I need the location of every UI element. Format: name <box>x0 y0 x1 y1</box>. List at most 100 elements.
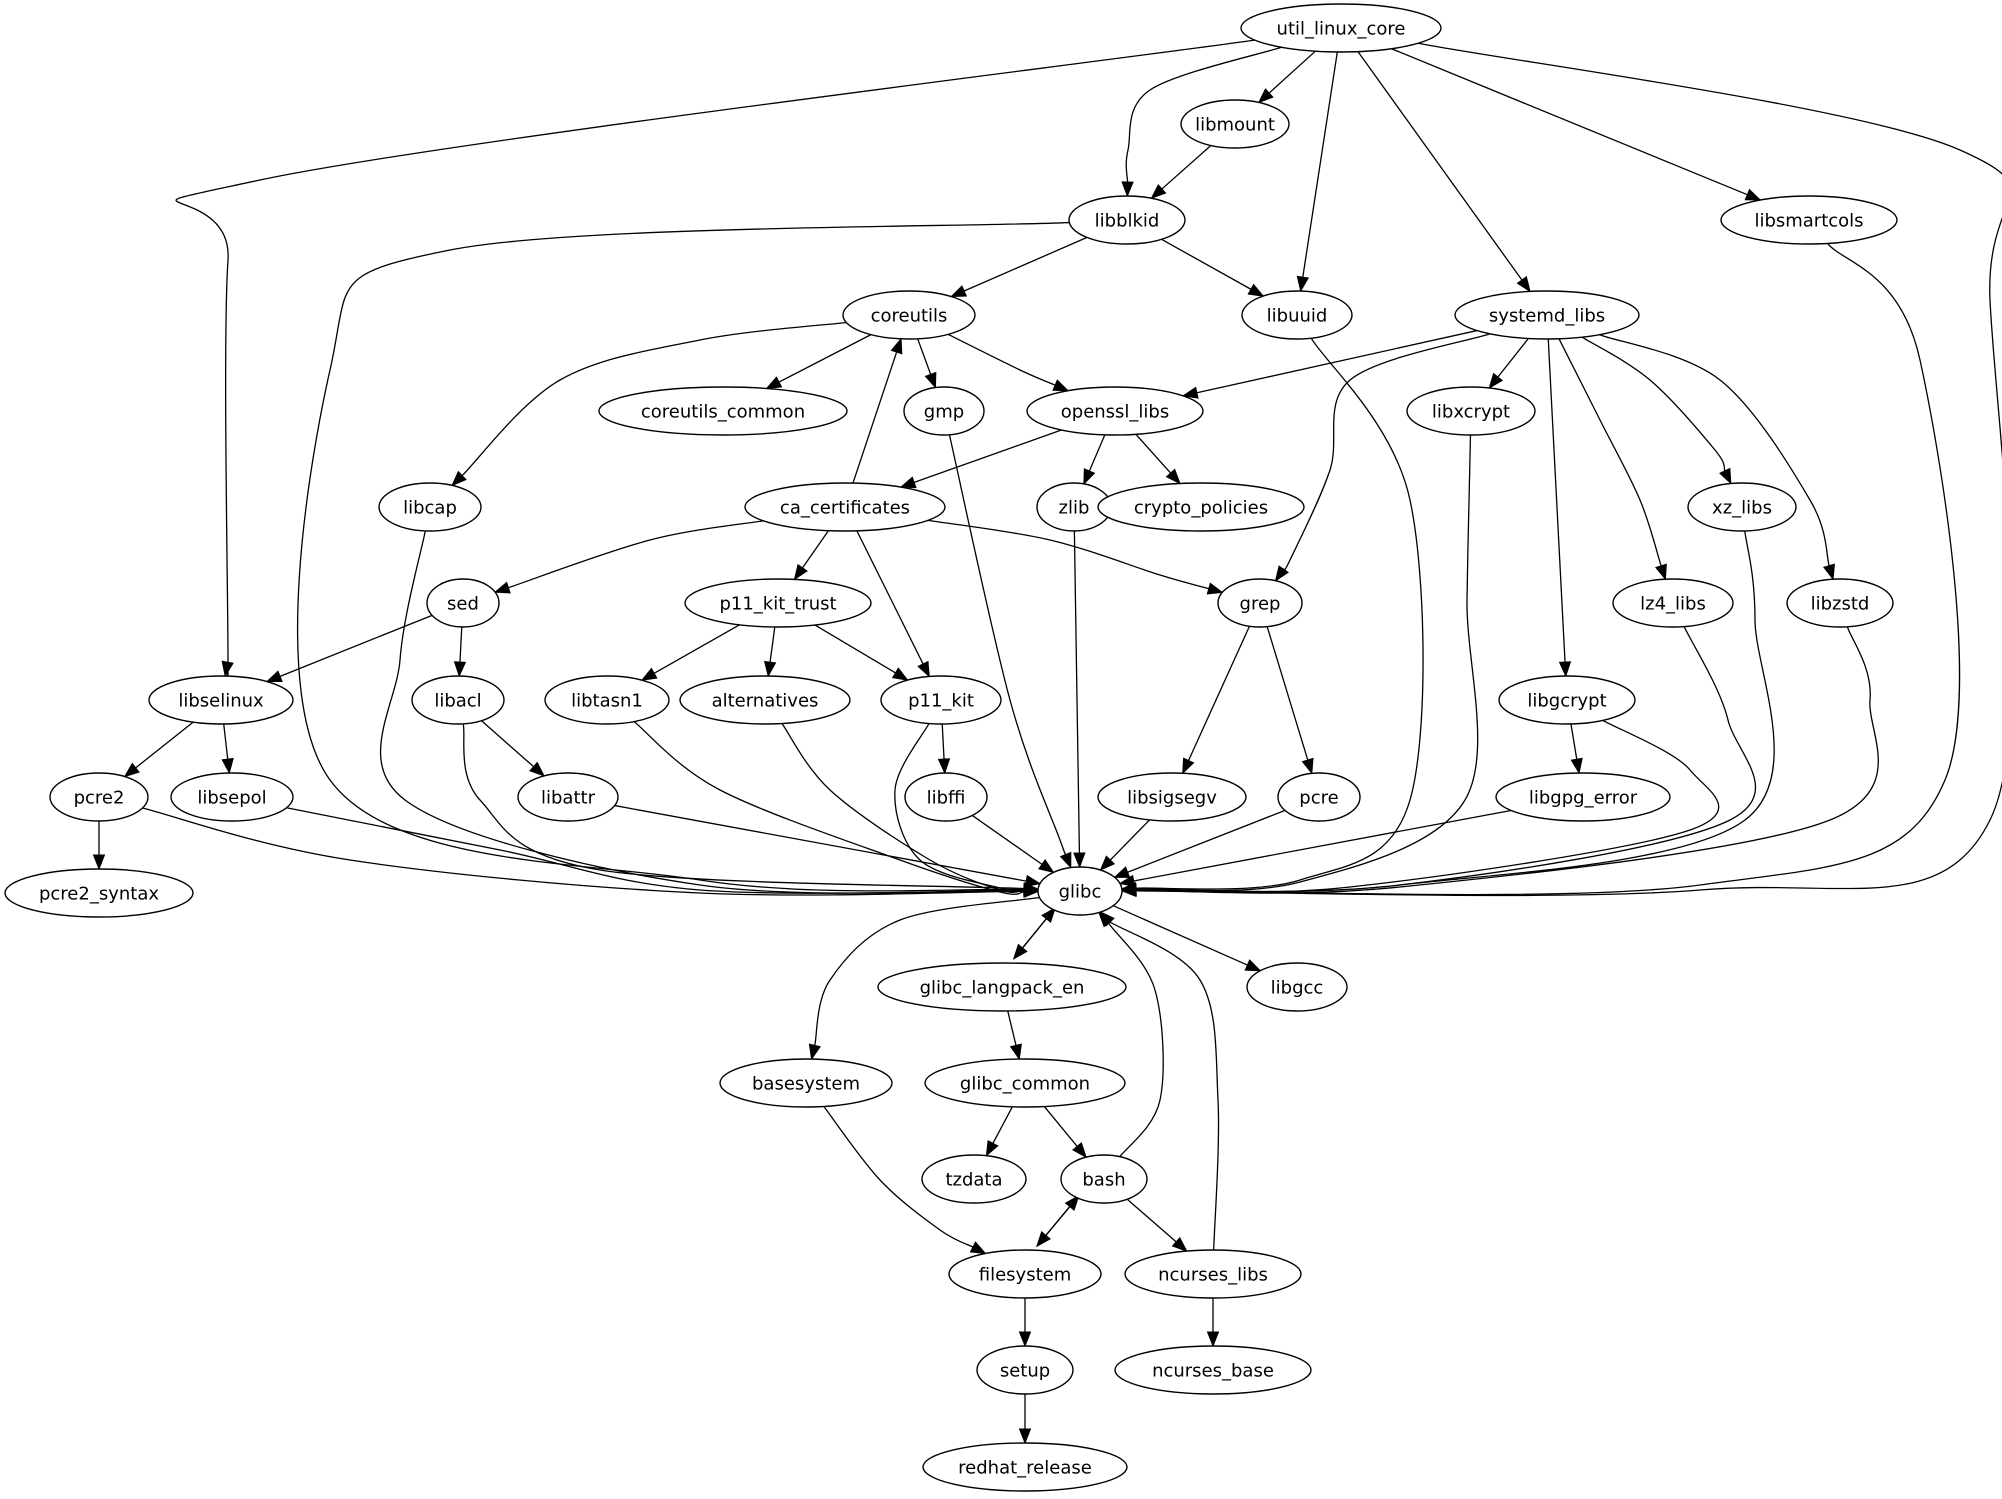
node-shape <box>598 386 848 436</box>
node-shape <box>1495 772 1671 822</box>
node-openssl-libs[interactable]: openssl_libs <box>1026 386 1204 436</box>
node-lz4-libs[interactable]: lz4_libs <box>1612 578 1734 628</box>
node-filesystem[interactable]: filesystem <box>948 1249 1102 1299</box>
arrowhead-icon <box>1165 468 1181 485</box>
arrowhead-icon <box>1244 959 1262 972</box>
edge-line <box>1073 530 1081 854</box>
node-libxcrypt[interactable]: libxcrypt <box>1406 386 1536 436</box>
edge-bash-to-ncurses_libs <box>1126 1198 1188 1252</box>
arrowhead-icon <box>1064 1194 1080 1211</box>
edge-coreutils-to-coreutils_common <box>765 334 872 390</box>
node-libsigsegv[interactable]: libsigsegv <box>1097 772 1247 822</box>
node-shape <box>842 290 976 340</box>
edge-line <box>480 720 535 768</box>
arrowhead-icon <box>1570 757 1583 775</box>
edge-line <box>1135 719 1720 893</box>
edge-line <box>286 807 1025 894</box>
edge-ncurses_libs-to-ncurses_base <box>1206 1298 1220 1348</box>
node-libattr[interactable]: libattr <box>517 772 619 822</box>
node-gmp[interactable]: gmp <box>903 386 985 436</box>
node-coreutils[interactable]: coreutils <box>842 290 976 340</box>
node-libcap[interactable]: libcap <box>378 482 482 532</box>
edge-line <box>1266 626 1309 761</box>
node-alternatives[interactable]: alternatives <box>679 675 851 725</box>
node-tzdata[interactable]: tzdata <box>921 1154 1027 1204</box>
edge-coreutils-to-libcap <box>451 321 847 487</box>
node-coreutils-common[interactable]: coreutils_common <box>598 386 848 436</box>
node-glibc-common[interactable]: glibc_common <box>924 1058 1126 1108</box>
node-util-linux-core[interactable]: util_linux_core <box>1240 3 1442 53</box>
node-setup[interactable]: setup <box>976 1345 1074 1395</box>
node-systemd-libs[interactable]: systemd_libs <box>1454 290 1640 340</box>
edge-line <box>1570 723 1578 760</box>
arrowhead-icon <box>808 1043 821 1061</box>
edge-glibc_common-to-tzdata <box>985 1106 1013 1157</box>
edge-line <box>1581 336 1726 472</box>
node-libzstd[interactable]: libzstd <box>1786 578 1894 628</box>
node-crypto-policies[interactable]: crypto_policies <box>1097 482 1305 532</box>
edge-gmp-to-glibc <box>948 434 1072 869</box>
node-pcre[interactable]: pcre <box>1277 772 1361 822</box>
edge-line <box>781 723 1025 893</box>
arrowhead-icon <box>1113 866 1131 878</box>
arrowhead-icon <box>1301 757 1314 775</box>
edge-line <box>1133 809 1512 882</box>
node-libacl[interactable]: libacl <box>411 675 505 725</box>
edge-glibc_langpack_en-to-glibc <box>1013 906 1057 960</box>
arrowhead-icon <box>1073 852 1086 869</box>
edge-line <box>778 334 872 383</box>
node-label: libxcrypt <box>1432 402 1510 423</box>
node-pcre2[interactable]: pcre2 <box>49 772 149 822</box>
arrowhead-icon <box>1072 1142 1087 1159</box>
edge-line <box>801 530 830 569</box>
node-shape <box>1068 195 1186 245</box>
edge-libattr-to-glibc <box>614 804 1042 888</box>
arrowhead-icon <box>1274 565 1289 582</box>
node-libgcrypt[interactable]: libgcrypt <box>1498 675 1636 725</box>
node-ca-certificates[interactable]: ca_certificates <box>744 482 946 532</box>
edge-util_linux_core-to-libsmartcols <box>1391 48 1762 201</box>
node-glibc[interactable]: glibc <box>1037 866 1123 916</box>
node-shape <box>922 1442 1128 1492</box>
node-ncurses-base[interactable]: ncurses_base <box>1114 1345 1312 1395</box>
node-sed[interactable]: sed <box>426 578 500 628</box>
edge-line <box>917 338 932 375</box>
edge-ca_certificates-to-coreutils <box>852 337 903 484</box>
node-glibc-langpack-en[interactable]: glibc_langpack_en <box>877 962 1127 1012</box>
node-label: libuuid <box>1267 306 1328 327</box>
edge-line <box>1013 918 1047 960</box>
node-p11-kit[interactable]: p11_kit <box>880 675 1002 725</box>
node-p11-kit-trust[interactable]: p11_kit_trust <box>684 578 872 628</box>
node-libuuid[interactable]: libuuid <box>1241 290 1353 340</box>
node-grep[interactable]: grep <box>1217 578 1303 628</box>
arrowhead-icon <box>1018 1331 1032 1348</box>
node-libffi[interactable]: libffi <box>904 772 988 822</box>
node-label: libselinux <box>178 691 264 712</box>
node-libsepol[interactable]: libsepol <box>170 772 294 822</box>
node-xz-libs[interactable]: xz_libs <box>1687 482 1797 532</box>
edge-coreutils-to-gmp <box>917 338 937 389</box>
node-basesystem[interactable]: basesystem <box>719 1058 893 1108</box>
node-libsmartcols[interactable]: libsmartcols <box>1720 195 1898 245</box>
node-shape <box>1026 386 1204 436</box>
edge-line <box>633 721 1025 895</box>
arrowhead-icon <box>1118 874 1136 888</box>
node-libgcc[interactable]: libgcc <box>1246 962 1348 1012</box>
node-redhat-release[interactable]: redhat_release <box>922 1442 1128 1492</box>
node-libblkid[interactable]: libblkid <box>1068 195 1186 245</box>
node-libgpg-error[interactable]: libgpg_error <box>1495 772 1671 822</box>
node-shape <box>880 675 1002 725</box>
edge-glibc-to-libgcc <box>1112 905 1262 972</box>
arrowhead-icon <box>1181 386 1199 399</box>
node-libselinux[interactable]: libselinux <box>148 675 294 725</box>
arrowhead-icon <box>1018 1428 1032 1445</box>
node-bash[interactable]: bash <box>1060 1154 1148 1204</box>
edge-line <box>1135 337 1424 890</box>
node-libtasn1[interactable]: libtasn1 <box>544 675 670 725</box>
arrowhead-icon <box>765 376 783 390</box>
node-libmount[interactable]: libmount <box>1180 99 1290 149</box>
node-zlib[interactable]: zlib <box>1036 482 1112 532</box>
node-pcre2-syntax[interactable]: pcre2_syntax <box>4 868 194 918</box>
node-label: util_linux_core <box>1277 19 1406 40</box>
node-ncurses-libs[interactable]: ncurses_libs <box>1124 1249 1302 1299</box>
